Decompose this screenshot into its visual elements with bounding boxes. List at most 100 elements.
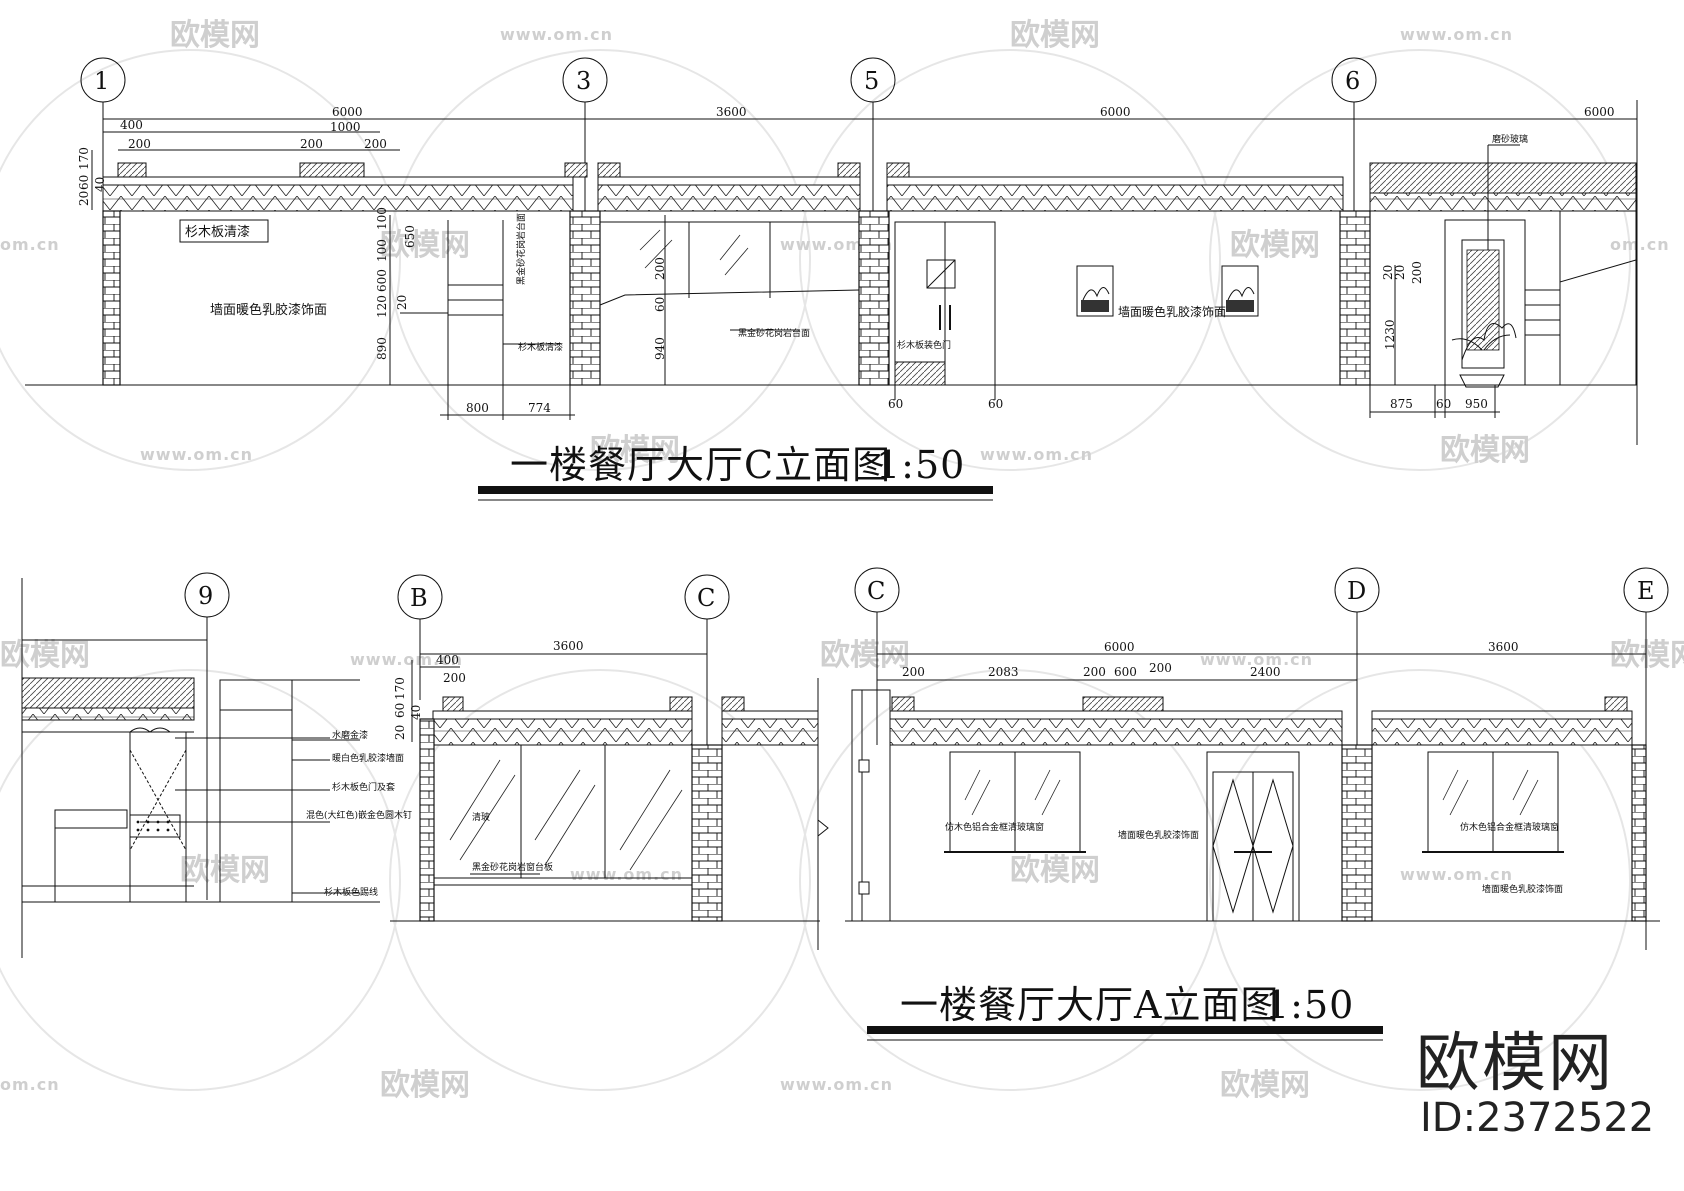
- dim-label: 60: [988, 397, 1003, 411]
- label-wall-paint: 墙面暖色乳胶漆饰面: [1118, 304, 1226, 319]
- dim-label: 1000: [330, 120, 361, 134]
- axis-label: 9: [198, 582, 213, 610]
- watermark-url: om.cn: [1610, 235, 1670, 254]
- axis-label: B: [410, 584, 428, 612]
- axis-label: 1: [94, 67, 109, 95]
- watermark-brand: 欧模网: [1230, 228, 1320, 263]
- watermark-url: www.om.cn: [500, 25, 613, 44]
- label-window: 仿木色铝合金框清玻璃窗: [1460, 821, 1559, 833]
- dim-label: 6000: [332, 105, 363, 119]
- label-wall-paint: 墙面暖色乳胶漆饰面: [1482, 883, 1563, 895]
- dim-label: 6000: [1584, 105, 1615, 119]
- watermark-url: www.om.cn: [350, 650, 463, 669]
- dim-label: 20: [393, 725, 407, 740]
- elevation-9: 9 水磨金漆 暖白色乳胶漆墙面 杉木板色门及套: [21, 572, 412, 958]
- label-elev9: 暖白色乳胶漆墙面: [332, 752, 404, 764]
- watermark-brand: 欧模网: [1220, 1068, 1310, 1103]
- dim-label: 200: [364, 137, 387, 151]
- axis-label: 6: [1345, 67, 1360, 95]
- dim-label: 200: [653, 257, 667, 280]
- watermark-brand: 欧模网: [0, 638, 90, 673]
- dim-label: 170: [77, 147, 91, 170]
- elevation-a-title: 一楼餐厅大厅A立面图: [900, 983, 1279, 1027]
- dim-label: 200: [902, 665, 925, 679]
- label-counter: 黑金砂花岗岩窗台板: [472, 861, 553, 873]
- label-glass: 清玻: [472, 811, 490, 823]
- dim-label: 800: [466, 401, 489, 415]
- label-wall-paint: 墙面暖色乳胶漆饰面: [1118, 829, 1199, 841]
- axis-label: C: [867, 577, 885, 605]
- watermark-url: www.om.cn: [1400, 25, 1513, 44]
- watermark-url: www.om.cn: [570, 865, 683, 884]
- dim-label: 200: [1410, 261, 1424, 284]
- watermark-brand: 欧模网: [1440, 433, 1530, 468]
- watermark-brand: 欧模网: [1010, 853, 1100, 888]
- dim-label: 6000: [1104, 640, 1135, 654]
- dim-label: 200: [1149, 661, 1172, 675]
- label-fir-board: 杉木板清漆: [185, 224, 250, 240]
- dim-label: 60: [393, 703, 407, 718]
- watermark-brand: 欧模网: [1610, 638, 1684, 673]
- dim-label: 200: [128, 137, 151, 151]
- dim-label: 774: [528, 401, 551, 415]
- dim-label: 3600: [716, 105, 747, 119]
- axis-label: 3: [576, 67, 591, 95]
- label-counter: 黑金砂花岗岩台面: [515, 213, 527, 285]
- dim-label: 6000: [1100, 105, 1131, 119]
- elevation-c-scale: 1:50: [876, 443, 965, 487]
- dim-label: 400: [120, 118, 143, 132]
- watermark-url: www.om.cn: [780, 1075, 893, 1094]
- dim-label: 60: [888, 397, 903, 411]
- dim-label: 170: [393, 677, 407, 700]
- dim-label: 940: [653, 337, 667, 360]
- watermark-brand: 欧模网: [820, 638, 910, 673]
- dim-label: 40: [409, 705, 423, 720]
- watermark-brand: 欧模网: [380, 228, 470, 263]
- dim-label: 600: [1114, 665, 1137, 679]
- dim-label: 120: [375, 295, 389, 318]
- dim-label: 600: [375, 269, 389, 292]
- dim-label: 3600: [553, 639, 584, 653]
- watermark-layer: 欧模网 www.om.cn 欧模网 www.om.cn om.cn 欧模网 ww…: [0, 18, 1684, 1103]
- elevation-bc: B C 3600 400 200 170 60 40 20 清玻: [390, 574, 829, 950]
- dim-label: 20: [1381, 265, 1395, 280]
- watermark-url: www.om.cn: [140, 445, 253, 464]
- label-fir-door: 杉木板装色门: [897, 339, 951, 351]
- dim-label: 950: [1465, 397, 1488, 411]
- elevation-a: C D E 6000 3600 200 2083 200 600 200 240…: [845, 567, 1669, 1041]
- label-elev9: 混色(大红色)嵌金色圆木钉: [306, 809, 412, 821]
- watermark-brand: 欧模网: [1010, 18, 1100, 53]
- watermark-url: www.om.cn: [980, 445, 1093, 464]
- brand-name: 欧模网: [1416, 1027, 1614, 1101]
- label-wall-paint: 墙面暖色乳胶漆饰面: [210, 302, 327, 318]
- watermark-brand: 欧模网: [590, 433, 680, 468]
- dim-label: 1230: [1383, 319, 1397, 350]
- label-window: 仿木色铝合金框清玻璃窗: [945, 821, 1044, 833]
- dim-label: 60: [653, 297, 667, 312]
- label-elev9: 水磨金漆: [332, 729, 368, 741]
- axis-label: 5: [864, 67, 879, 95]
- elevation-c-title: 一楼餐厅大厅C立面图: [510, 443, 891, 487]
- dim-label: 60: [77, 175, 91, 190]
- watermark-url: www.om.cn: [1400, 865, 1513, 884]
- dim-label: 200: [443, 671, 466, 685]
- watermark-brand: 欧模网: [380, 1068, 470, 1103]
- dim-label: 200: [1083, 665, 1106, 679]
- dim-label: 60: [1436, 397, 1451, 411]
- axis-bubble-5: 5: [850, 57, 896, 230]
- dim-label: 400: [436, 653, 459, 667]
- rivet-pattern: [136, 820, 170, 832]
- watermark-url: om.cn: [0, 235, 60, 254]
- dim-label: 100: [375, 207, 389, 230]
- label-frosted-glass: 磨砂玻璃: [1492, 133, 1528, 145]
- dim-label: 650: [403, 225, 417, 248]
- dim-label: 890: [375, 337, 389, 360]
- elevation-c: 1 3 5 6 6000 3600 6000 6000 400 1000 200…: [25, 57, 1638, 501]
- dim-label: 875: [1390, 397, 1413, 411]
- watermark-url: om.cn: [0, 1075, 60, 1094]
- axis-label: D: [1347, 577, 1366, 605]
- dim-label: 20: [395, 295, 409, 310]
- axis-label: C: [697, 584, 715, 612]
- label-counter: 黑金砂花岗岩台面: [738, 327, 810, 339]
